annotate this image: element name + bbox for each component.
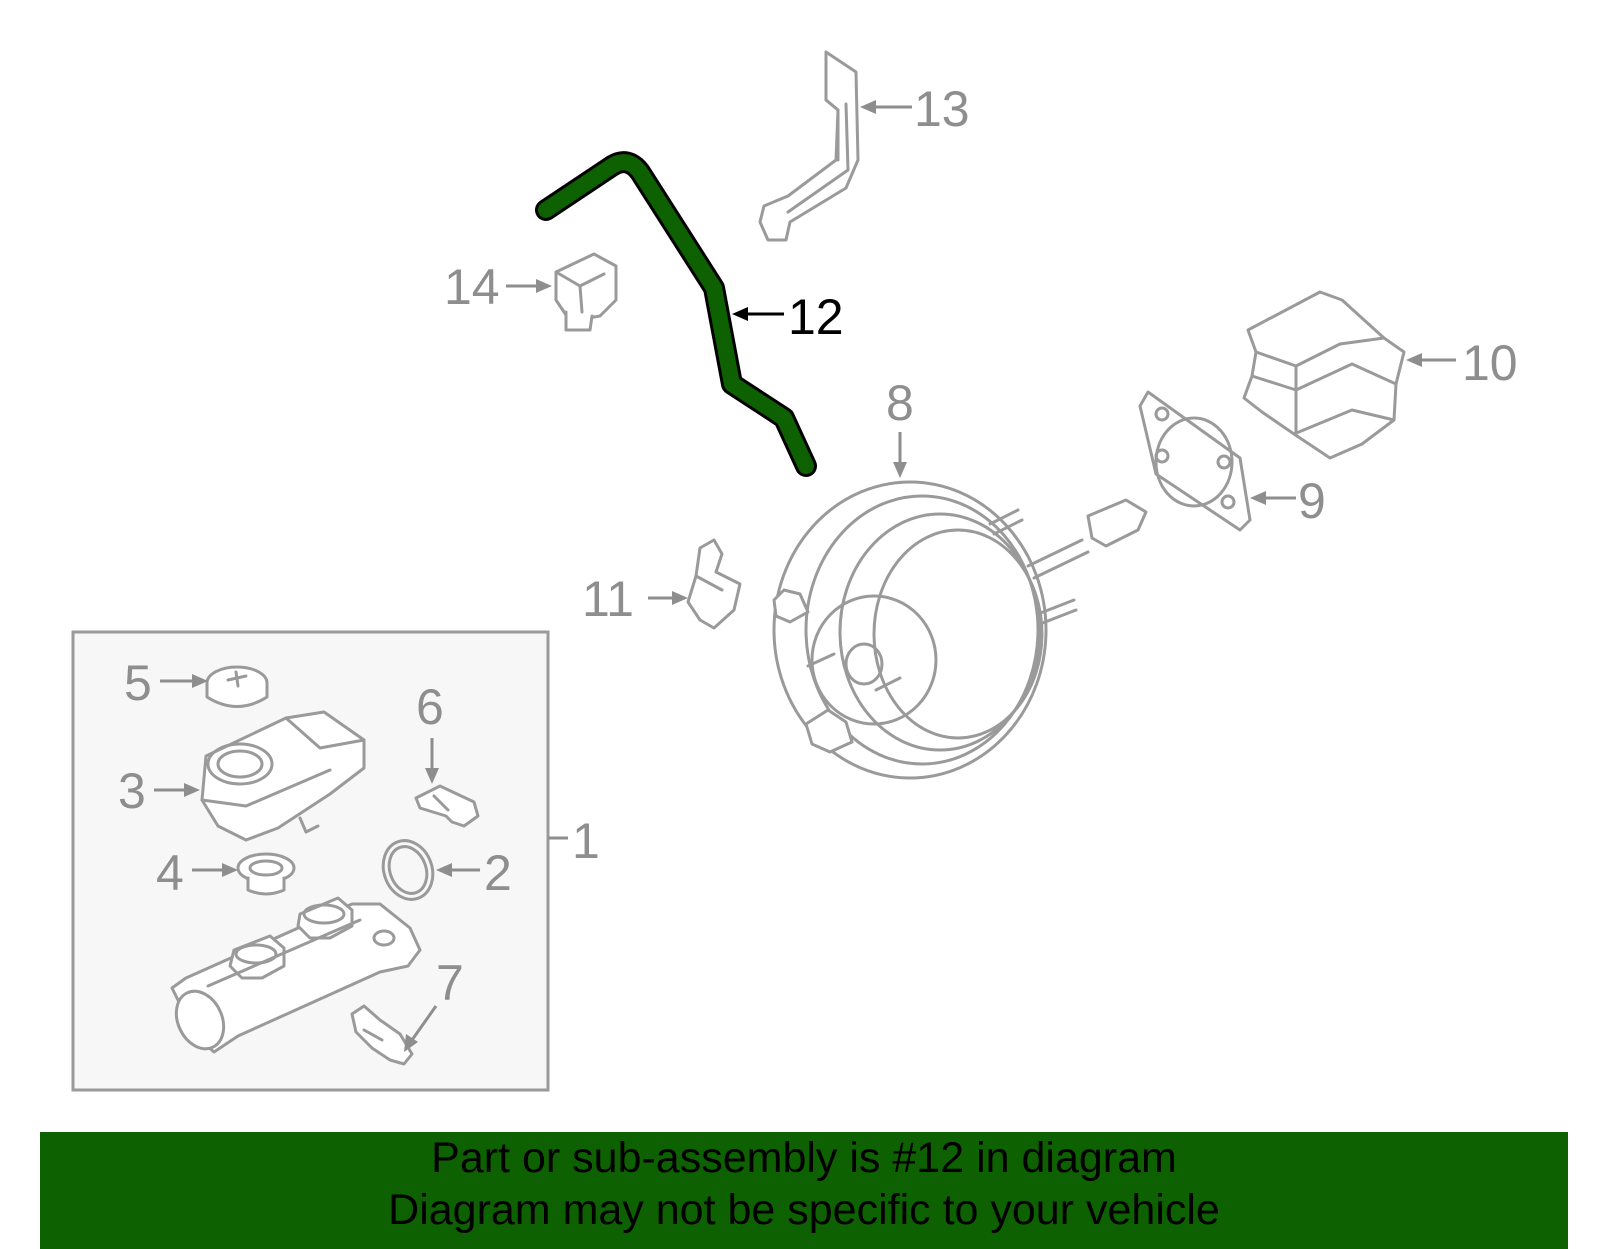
part-12-vacuum-hose[interactable] — [535, 151, 817, 477]
callout-13-label: 13 — [914, 81, 970, 137]
part-14-clip[interactable] — [554, 252, 618, 332]
part-8-brake-booster[interactable] — [772, 480, 1148, 780]
callout-12: 12 — [732, 289, 844, 345]
part-9-gasket[interactable] — [1138, 390, 1252, 532]
callout-8: 8 — [886, 375, 914, 478]
callout-4: 4 — [156, 845, 238, 901]
part-6-pin[interactable] — [414, 784, 480, 828]
callout-1-label: 1 — [572, 813, 600, 869]
callout-11-label: 11 — [582, 571, 634, 627]
callout-5-label: 5 — [124, 655, 152, 711]
callout-11: 11 — [582, 571, 688, 627]
part-2-o-ring[interactable] — [375, 834, 441, 907]
callout-14: 14 — [444, 259, 552, 315]
part-4-grommet[interactable] — [236, 852, 296, 896]
callout-4-label: 4 — [156, 845, 184, 901]
banner-line-1: Part or sub-assembly is #12 in diagram — [431, 1134, 1177, 1182]
master-cylinder[interactable] — [167, 896, 422, 1056]
part-13-bracket[interactable] — [758, 50, 860, 242]
callout-13: 13 — [860, 81, 970, 137]
callout-6-label: 6 — [416, 679, 444, 735]
part-3-reservoir[interactable] — [200, 710, 366, 842]
callout-9-label: 9 — [1298, 473, 1326, 529]
callout-14-label: 14 — [444, 259, 500, 315]
callout-2-label: 2 — [484, 845, 512, 901]
part-7-sensor[interactable] — [350, 1004, 414, 1066]
callout-7: 7 — [404, 955, 464, 1052]
callout-2: 2 — [436, 845, 512, 901]
callout-10-label: 10 — [1462, 335, 1518, 391]
callout-9: 9 — [1250, 473, 1326, 529]
callout-8-label: 8 — [886, 375, 914, 431]
info-banner: Part or sub-assembly is #12 in diagram D… — [40, 1132, 1568, 1249]
part-5-reservoir-cap[interactable] — [205, 665, 269, 708]
part-10-insulator[interactable] — [1242, 290, 1406, 460]
callout-3: 3 — [118, 763, 200, 819]
callout-5: 5 — [124, 655, 208, 711]
callout-7-label: 7 — [436, 955, 464, 1011]
callout-3-label: 3 — [118, 763, 146, 819]
subassembly-box — [71, 630, 550, 1092]
part-11-check-valve[interactable] — [686, 538, 742, 630]
callout-6: 6 — [416, 679, 444, 784]
callout-12-label: 12 — [788, 289, 844, 345]
callout-10: 10 — [1406, 335, 1518, 391]
callout-1: 1 — [548, 813, 600, 869]
banner-line-2: Diagram may not be specific to your vehi… — [388, 1186, 1220, 1234]
